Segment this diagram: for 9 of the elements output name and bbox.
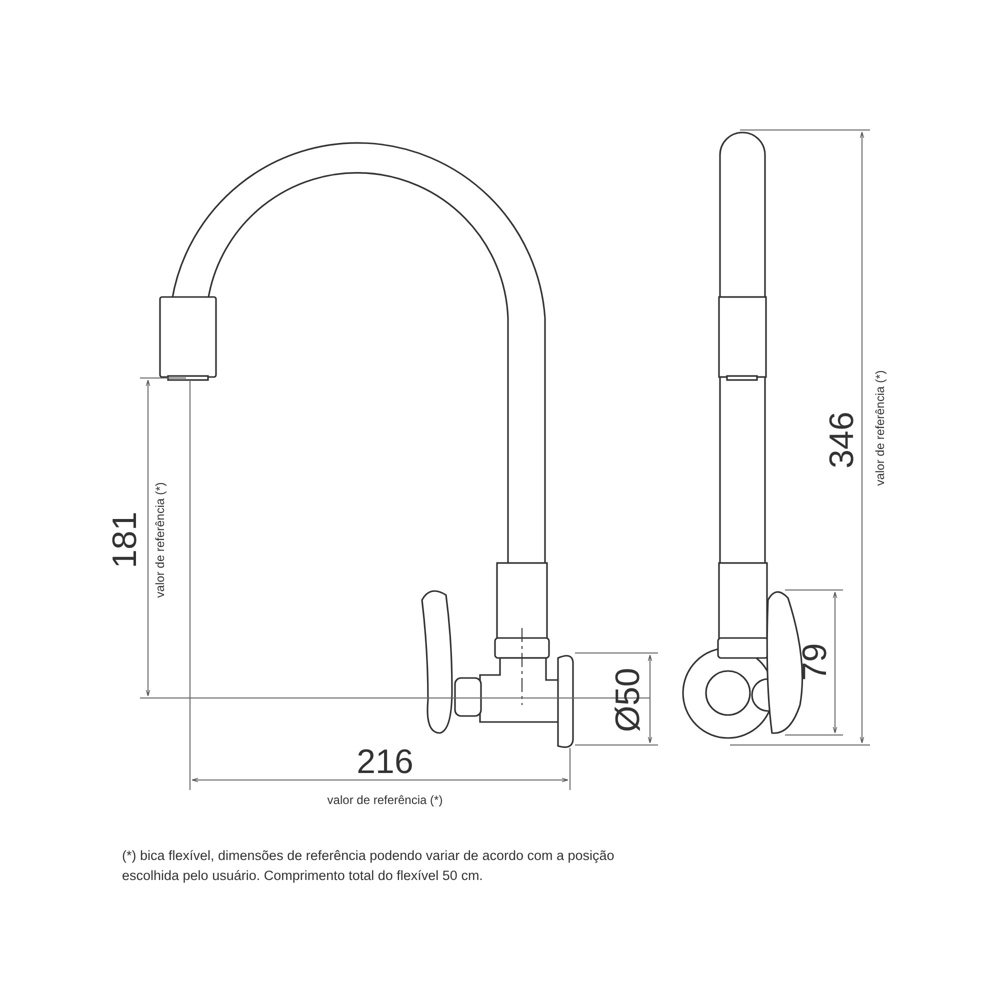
dimension-value: 181 — [108, 512, 142, 568]
dimension-value: 79 — [798, 643, 832, 681]
reference-note: valor de referência (*) — [327, 794, 443, 806]
reference-note: valor de referência (*) — [874, 370, 886, 486]
dimension-value: 346 — [825, 412, 859, 468]
reference-note: valor de referência (*) — [154, 482, 166, 598]
dimension-value: Ø50 — [611, 668, 645, 732]
dimension-value: 216 — [356, 745, 414, 779]
footnote: (*) bica flexível, dimensões de referência podendo variar de acordo com a posição escolhida pelo usuário. Comprimento total do flexível 50 cm. — [122, 847, 616, 885]
